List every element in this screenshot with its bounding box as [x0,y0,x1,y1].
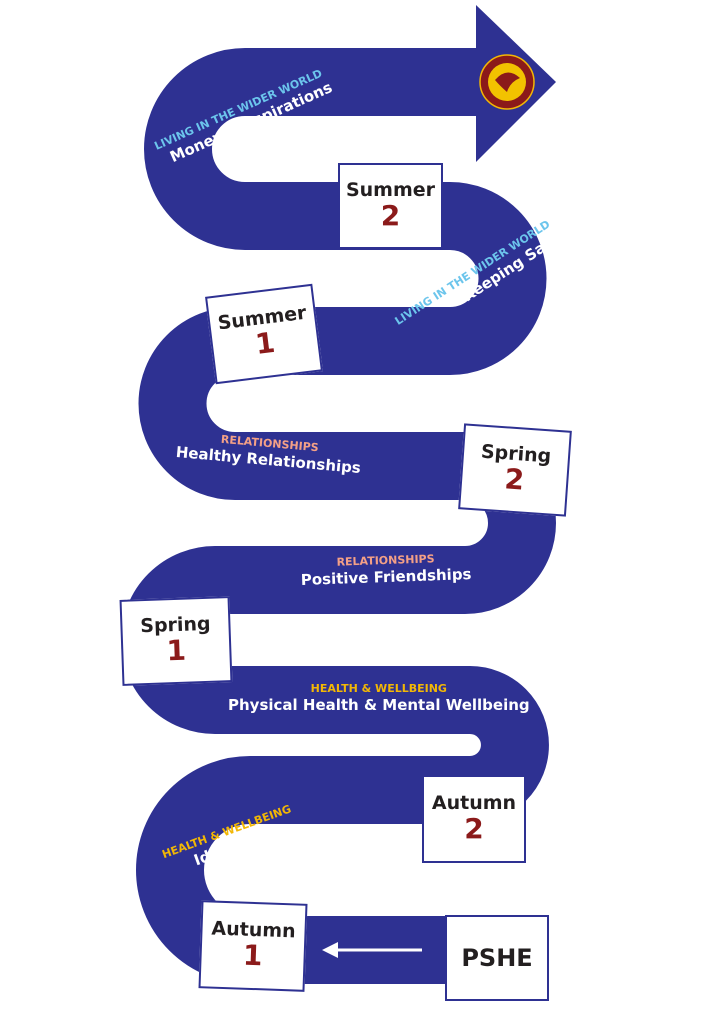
direction-arrow-icon [322,942,422,958]
start-box-pshe: PSHE [445,915,549,1001]
topic-positive-friendships: RELATIONSHIPS Positive Friendships [300,550,472,590]
term-box-autumn-1: Autumn 1 [198,900,308,992]
term-name: Summer [345,179,436,202]
term-number: 2 [503,462,526,497]
topic-title: Physical Health & Mental Wellbeing [228,696,530,714]
topic-category: HEALTH & WELLBEING [310,682,447,695]
term-box-autumn-2: Autumn 2 [422,775,526,863]
school-logo [479,54,535,110]
term-number: 2 [380,199,401,233]
term-box-summer-2: Summer 2 [338,163,443,249]
term-number: 1 [166,633,187,668]
term-number: 2 [464,812,484,846]
term-box-spring-1: Spring 1 [119,596,233,686]
term-number: 1 [253,325,277,362]
term-box-summer-1: Summer 1 [205,283,323,385]
topic-physical-health: HEALTH & WELLBEING Physical Health & Men… [228,681,530,715]
start-label: PSHE [461,944,533,972]
term-number: 1 [242,938,263,973]
term-name: Autumn [431,792,517,815]
term-box-spring-2: Spring 2 [458,423,572,517]
